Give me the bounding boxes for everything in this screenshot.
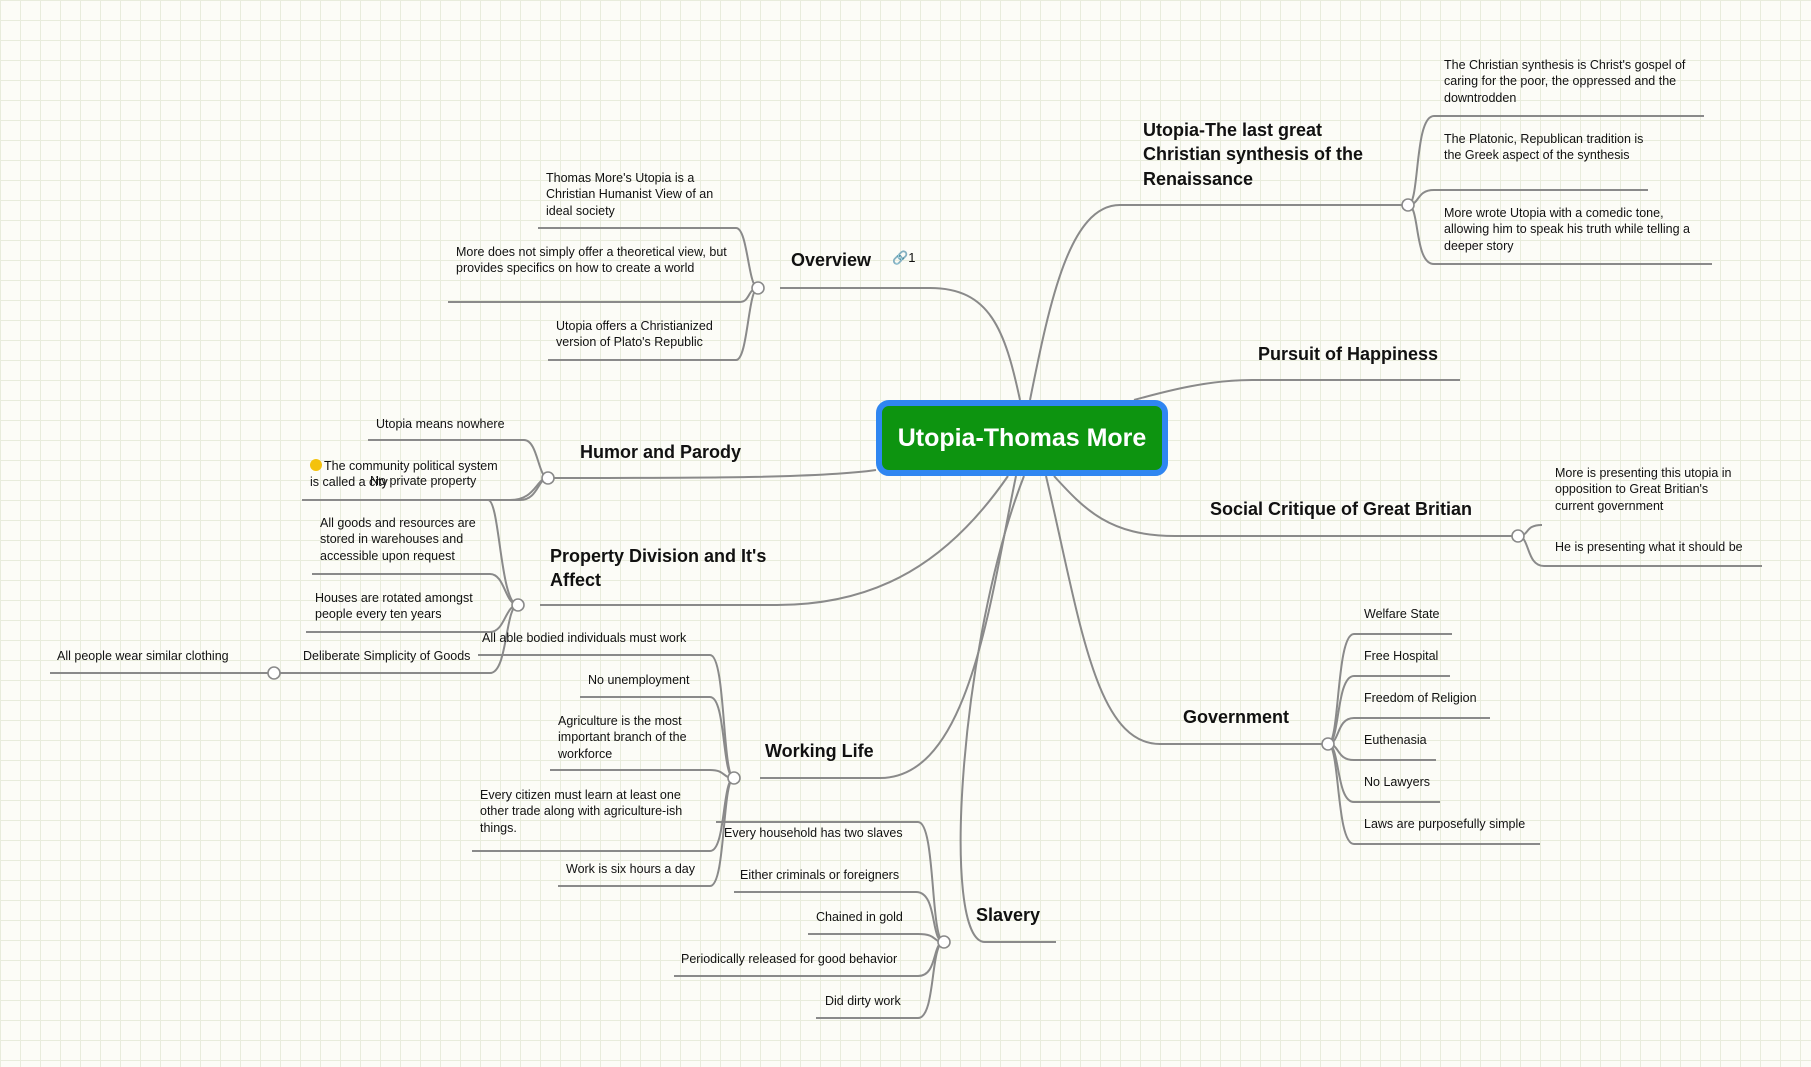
humor-item-2[interactable]: The community political system is called… — [310, 459, 498, 490]
critique-item-1[interactable]: More is presenting this utopia in opposi… — [1555, 466, 1732, 513]
slavery-item-5[interactable]: Did dirty work — [825, 994, 901, 1008]
working-item-2[interactable]: No unemployment — [588, 673, 690, 687]
branch-humor-parody[interactable]: Humor and Parody — [580, 442, 742, 462]
overview-item-2[interactable]: More does not simply offer a theoretical… — [456, 245, 727, 276]
link-overview — [780, 287, 1021, 401]
branch-overview[interactable]: Overview — [791, 250, 872, 270]
branch-slavery[interactable]: Slavery — [976, 905, 1041, 925]
link-working — [760, 475, 1017, 779]
working-item-1[interactable]: All able bodied individuals must work — [482, 631, 687, 645]
humor-item-1[interactable]: Utopia means nowhere — [376, 417, 505, 431]
link-humor — [551, 469, 877, 479]
property-subitem[interactable]: All people wear similar clothing — [57, 649, 229, 663]
link-happiness — [1133, 379, 1460, 401]
government-item-4[interactable]: Euthenasia — [1364, 733, 1427, 747]
government-item-6[interactable]: Laws are purposefully simple — [1364, 817, 1526, 831]
slavery-item-1[interactable]: Every household has two slaves — [724, 826, 903, 840]
link-icon: 🔗 — [892, 250, 909, 265]
link-government — [1045, 475, 1328, 745]
branch-social-critique[interactable]: Social Critique of Great Britian — [1210, 499, 1473, 519]
link-property — [540, 475, 1009, 606]
government-item-3[interactable]: Freedom of Religion — [1364, 691, 1477, 705]
branch-property-division[interactable]: Property Division and It's Affect — [550, 546, 767, 591]
government-item-1[interactable]: Welfare State — [1364, 607, 1440, 621]
branch-working-life[interactable]: Working Life — [765, 741, 874, 761]
emoji-icon — [310, 459, 322, 471]
working-item-4[interactable]: Every citizen must learn at least one ot… — [480, 788, 683, 835]
overview-item-1[interactable]: Thomas More's Utopia is a Christian Huma… — [546, 171, 714, 218]
branch-government[interactable]: Government — [1183, 707, 1290, 727]
central-topic[interactable]: Utopia-Thomas More — [876, 400, 1168, 476]
property-item-1[interactable]: All goods and resources are stored in wa… — [320, 516, 476, 563]
government-item-5[interactable]: No Lawyers — [1364, 775, 1430, 789]
property-item-3[interactable]: Deliberate Simplicity of Goods — [303, 649, 471, 663]
slavery-item-3[interactable]: Chained in gold — [816, 910, 903, 924]
working-item-5[interactable]: Work is six hours a day — [566, 862, 695, 876]
synthesis-item-2[interactable]: The Platonic, Republican tradition is th… — [1444, 132, 1644, 163]
government-item-2[interactable]: Free Hospital — [1364, 649, 1439, 663]
slavery-item-4[interactable]: Periodically released for good behavior — [681, 952, 898, 966]
working-item-3[interactable]: Agriculture is the most important branch… — [558, 714, 687, 761]
link-synthesis — [1029, 204, 1408, 401]
property-item-2[interactable]: Houses are rotated amongst people every … — [315, 591, 473, 622]
link-slavery — [959, 475, 1056, 943]
link-badge[interactable]: 🔗1 — [892, 250, 916, 265]
humor-item-3[interactable]: No private property — [370, 474, 477, 488]
critique-item-2[interactable]: He is presenting what it should be — [1555, 540, 1743, 554]
synthesis-item-3[interactable]: More wrote Utopia with a comedic tone, a… — [1444, 206, 1690, 253]
branch-pursuit-of-happiness[interactable]: Pursuit of Happiness — [1258, 344, 1439, 364]
branch-christian-synthesis[interactable]: Utopia-The last great Christian synthesi… — [1143, 120, 1364, 189]
slavery-item-2[interactable]: Either criminals or foreigners — [740, 868, 900, 882]
synthesis-item-1[interactable]: The Christian synthesis is Christ's gosp… — [1444, 58, 1686, 105]
link-critique — [1053, 475, 1518, 537]
overview-item-3[interactable]: Utopia offers a Christianized version of… — [556, 319, 713, 350]
